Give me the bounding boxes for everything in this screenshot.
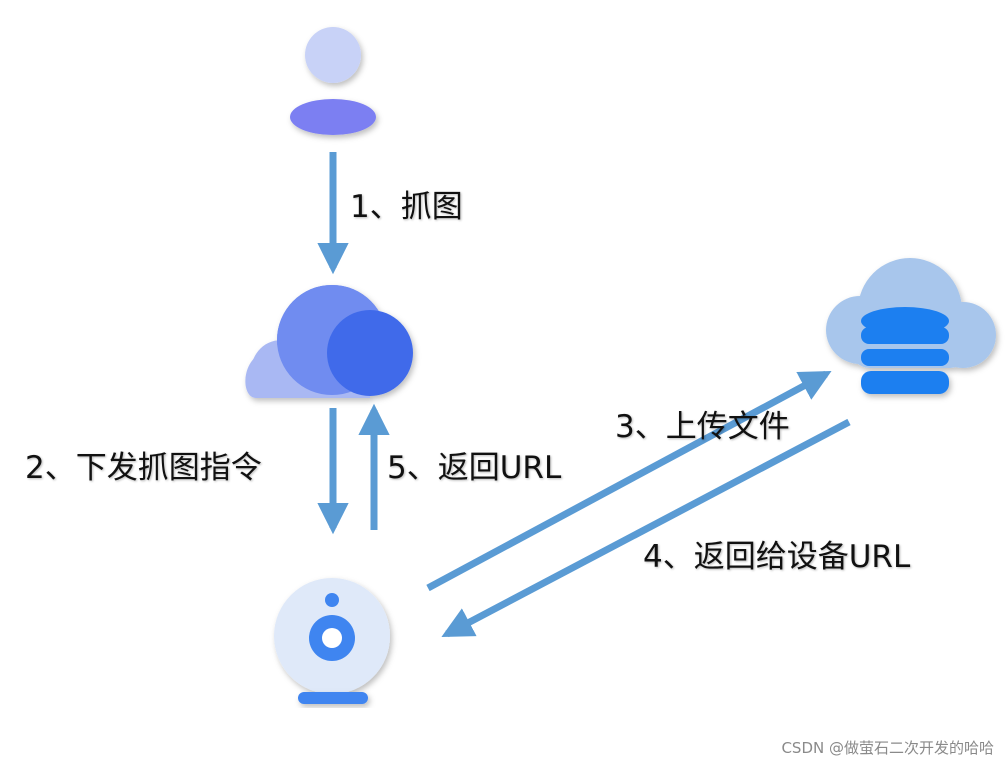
step-label-1: 1、抓图 bbox=[350, 189, 463, 225]
camera-icon bbox=[274, 578, 390, 704]
step-label-3: 3、上传文件 bbox=[615, 409, 790, 445]
arrow-storage-to-device bbox=[441, 418, 851, 638]
watermark: CSDN @做萤石二次开发的哈哈 bbox=[781, 739, 994, 757]
step-label-2: 2、下发抓图指令 bbox=[25, 450, 262, 486]
cloud-icon bbox=[245, 285, 413, 398]
arrow-device-to-storage bbox=[426, 370, 832, 592]
step-label-5: 5、返回URL bbox=[387, 450, 562, 486]
user-icon bbox=[290, 27, 376, 135]
cloud-storage-icon bbox=[826, 258, 996, 394]
step-label-4: 4、返回给设备URL bbox=[643, 539, 911, 575]
